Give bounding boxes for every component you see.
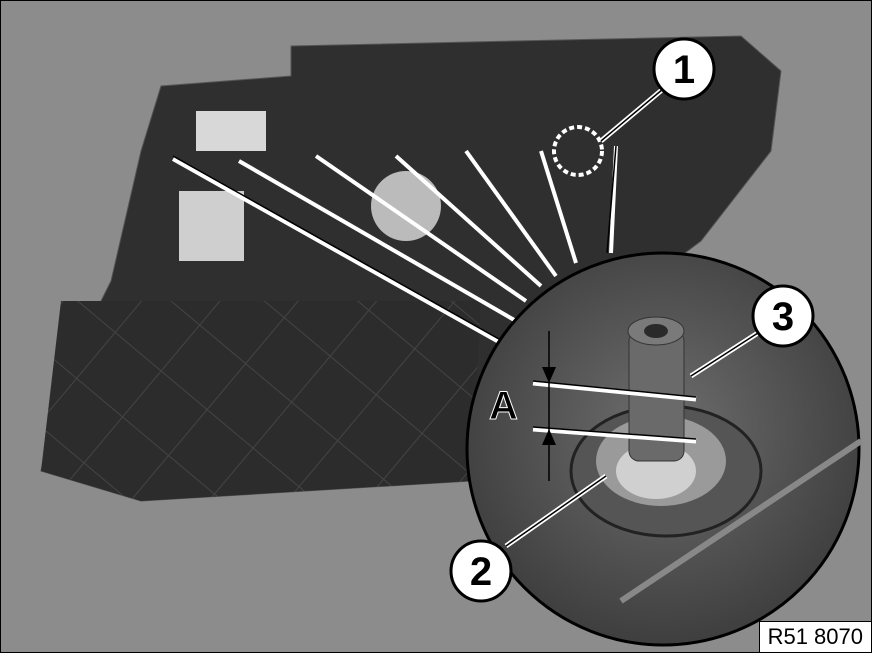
callout-3-label: 3 (772, 295, 794, 339)
label-sticker (196, 111, 266, 151)
callout-1: 1 (652, 37, 716, 101)
callout-2-label: 2 (470, 550, 492, 594)
lower-trim-section (41, 301, 481, 501)
clip-location-highlight (552, 125, 604, 177)
speaker (371, 171, 441, 241)
callout-2: 2 (449, 539, 513, 603)
dimension-arrows (542, 367, 556, 445)
pointer-lines (172, 145, 618, 348)
dimension-a-markers (532, 380, 697, 444)
dimension-label: A (489, 384, 518, 428)
callout-3: 3 (751, 284, 815, 348)
callout-1-label: 1 (673, 48, 695, 92)
reference-code: R51 8070 (758, 621, 871, 652)
label-sticker (179, 191, 244, 261)
